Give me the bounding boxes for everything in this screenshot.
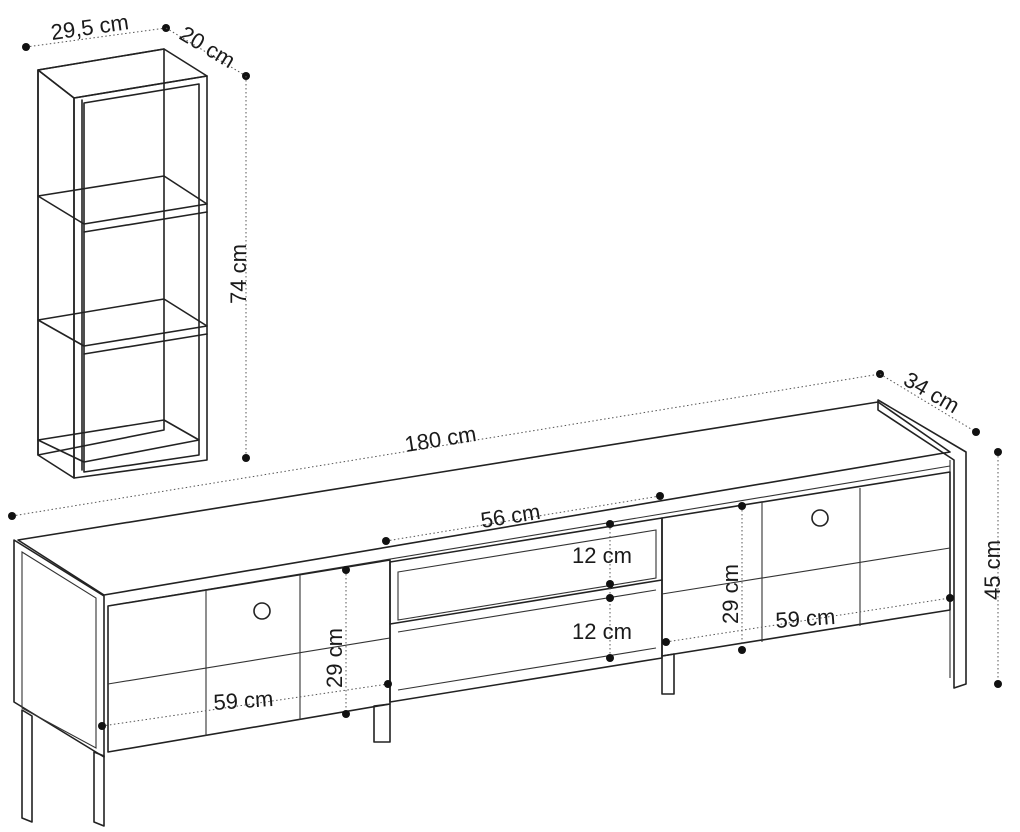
label-right-cabinet-width: 59 cm — [775, 604, 837, 633]
dimension-point — [606, 580, 614, 588]
shelf-board-2-edge — [83, 333, 208, 355]
middle-bottom-edge — [397, 647, 657, 691]
dimension-point — [342, 710, 350, 718]
label-left-cabinet-height: 29 cm — [322, 628, 347, 688]
dimension-point — [384, 680, 392, 688]
shelf-back-panel — [37, 48, 165, 456]
dimension-point — [342, 566, 350, 574]
dimension-point — [738, 646, 746, 654]
dimension-point — [994, 680, 1002, 688]
dimension-point — [656, 492, 664, 500]
dimension-point — [662, 638, 670, 646]
dimension-point — [738, 502, 746, 510]
label-shelf-depth: 20 cm — [175, 21, 239, 73]
dimension-lines — [8, 24, 1002, 730]
center-left-leg — [373, 703, 391, 743]
dimension-point — [606, 654, 614, 662]
right-cabinet-knob — [811, 509, 829, 527]
shelf-board-1-edge — [83, 211, 208, 233]
left-cabinet-mid-line — [107, 637, 391, 685]
label-right-cabinet-height: 29 cm — [718, 564, 743, 624]
label-middle-lower-height: 12 cm — [572, 619, 632, 644]
tv-unit — [13, 399, 967, 827]
center-right-leg — [661, 653, 675, 695]
dimension-point — [242, 454, 250, 462]
shelf-front-frame — [73, 75, 208, 479]
dimension-point — [382, 537, 390, 545]
label-tv-unit-width: 180 cm — [403, 421, 478, 457]
middle-open-section — [389, 517, 663, 703]
tv-unit-right-side — [877, 399, 967, 689]
right-cabinet-mid-line — [661, 547, 951, 595]
dimension-point — [606, 520, 614, 528]
wall-shelf-unit — [37, 48, 208, 479]
dimension-point — [946, 594, 954, 602]
dimension-point — [22, 43, 30, 51]
label-tv-unit-depth: 34 cm — [900, 367, 964, 419]
shelf-front-opening — [83, 83, 200, 473]
shelf-left-side — [37, 69, 75, 479]
label-shelf-width: 29,5 cm — [49, 9, 130, 45]
shelf-bottom-board — [37, 419, 200, 463]
tv-unit-left-back-leg — [21, 709, 33, 823]
left-cabinet-knob — [253, 602, 271, 620]
middle-upper-shelf-area — [397, 529, 657, 621]
label-left-cabinet-width: 59 cm — [213, 686, 275, 715]
dimension-point — [606, 594, 614, 602]
tv-unit-left-side-inner — [21, 551, 97, 749]
dimension-point — [972, 428, 980, 436]
tv-unit-left-side — [13, 539, 105, 758]
tv-unit-top — [17, 401, 951, 596]
right-cabinet-front — [661, 471, 951, 657]
label-middle-upper-height: 12 cm — [572, 543, 632, 568]
shelf-board-2 — [37, 298, 208, 347]
dimension-point — [8, 512, 16, 520]
left-cabinet-front — [107, 559, 391, 753]
middle-shelf-board — [389, 579, 663, 625]
tv-unit-left-front-leg — [93, 751, 105, 827]
shelf-board-1 — [37, 175, 208, 225]
label-middle-opening-width: 56 cm — [479, 499, 542, 533]
dimension-point — [98, 722, 106, 730]
dimension-point — [994, 448, 1002, 456]
label-shelf-height: 74 cm — [226, 244, 251, 304]
dimension-labels: 29,5 cm 20 cm 74 cm 180 cm 34 cm 45 cm 5… — [49, 9, 1005, 715]
label-tv-unit-height: 45 cm — [980, 540, 1005, 600]
